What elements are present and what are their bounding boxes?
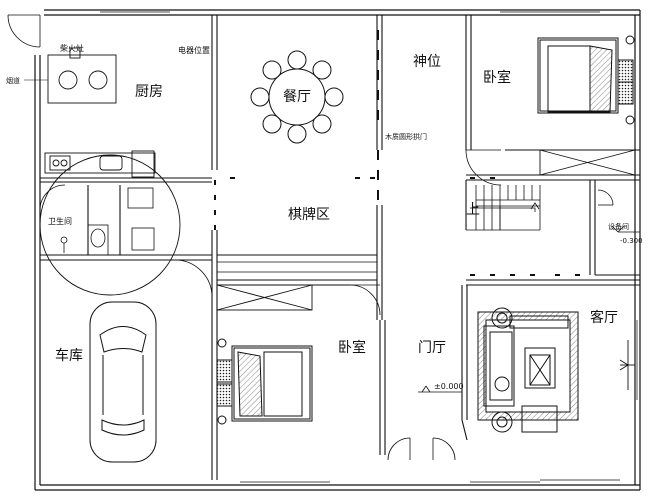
label-appliance-position: 电器位置 <box>178 45 210 55</box>
label-bedroom-center: 卧室 <box>338 339 366 356</box>
bed-ne <box>537 35 635 125</box>
label-living: 客厅 <box>590 309 618 326</box>
label-stair-up: 上 <box>466 202 480 218</box>
label-foyer: 门厅 <box>418 340 446 356</box>
wardrobe-center <box>216 284 313 311</box>
stair <box>466 185 541 231</box>
label-mahjong: 棋牌区 <box>288 206 330 223</box>
arch-door-dashes <box>214 30 580 276</box>
label-firewood-stove: 柴火灶 <box>60 43 84 53</box>
label-level-equipment: -0.300 <box>620 237 643 245</box>
label-shrine: 神位 <box>413 54 441 70</box>
exterior-walls <box>34 9 641 491</box>
equipment-room <box>597 189 640 233</box>
stove-counter <box>47 47 117 104</box>
label-equipment-room: 设备间 <box>608 222 629 231</box>
level-markers <box>418 385 462 393</box>
bathroom-highlight-circle <box>39 154 181 296</box>
windows <box>100 11 638 483</box>
bed-center <box>216 338 313 425</box>
car <box>89 301 157 463</box>
label-garage: 车库 <box>55 347 83 364</box>
label-bathroom: 卫生间 <box>48 216 72 226</box>
living-furniture <box>477 307 579 433</box>
kitchen-counter <box>44 150 156 178</box>
annotation-labels: 柴火灶 电器位置 烟道 木质圆形拱门 上 设备间 -0.300 ±0.000 <box>6 43 643 391</box>
label-dining: 餐厅 <box>283 89 311 105</box>
dining-table <box>250 50 344 144</box>
tv-wall <box>619 340 635 390</box>
bathroom-fixtures <box>60 187 155 256</box>
label-level-floor: ±0.000 <box>434 382 464 391</box>
label-kitchen: 厨房 <box>135 84 163 100</box>
label-bedroom-ne: 卧室 <box>483 69 511 86</box>
label-wood-arch-door: 木质圆形拱门 <box>385 132 427 141</box>
wardrobe-ne <box>539 149 636 176</box>
mahjong-band <box>217 261 377 273</box>
doors <box>7 14 502 461</box>
label-chimney: 烟道 <box>6 76 20 85</box>
room-labels: 厨房 餐厅 神位 卧室 卫生间 棋牌区 卧室 车库 门厅 客厅 <box>48 54 618 364</box>
